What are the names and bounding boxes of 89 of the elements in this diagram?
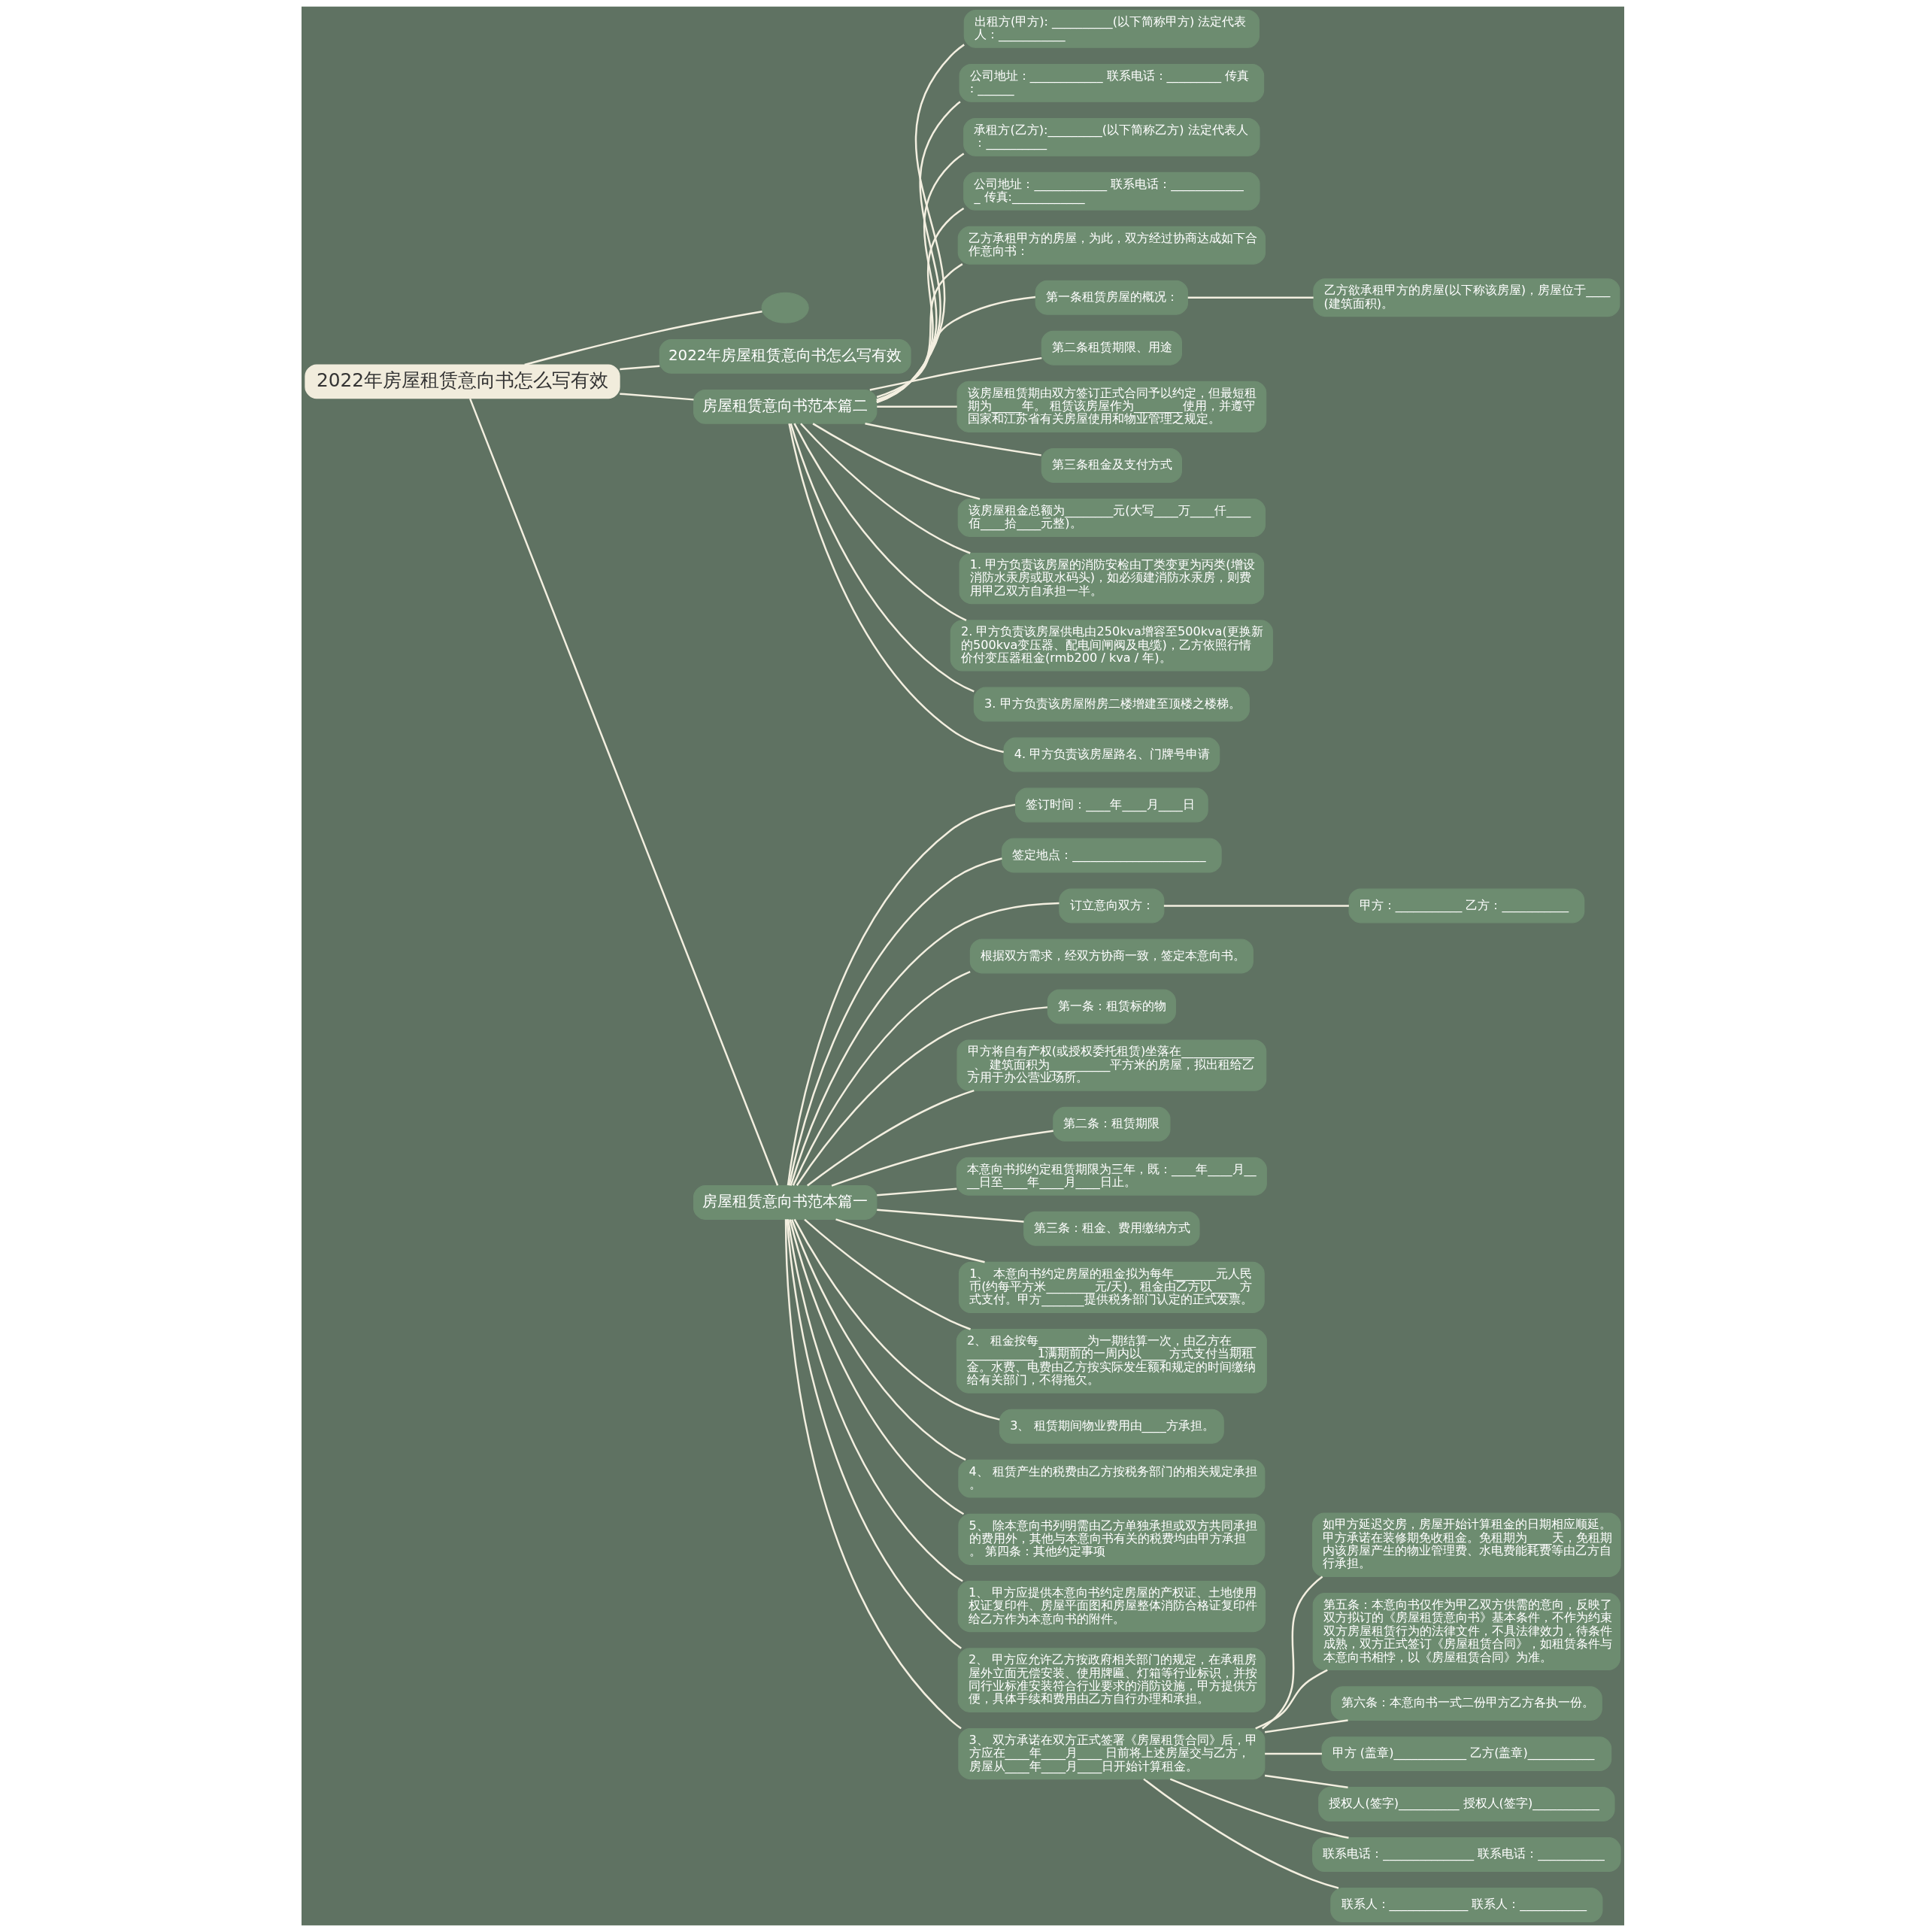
node-box: 2. 甲方负责该房屋供电由250kva增容至500kva(更换新的500kva变压器、配电间闸阀及电缆)，乙方依照行情价付变压器租金(rmb200 / kva / 年)。: [950, 620, 1273, 672]
node-box: 甲方：___________ 乙方：___________: [1348, 888, 1584, 924]
node-box: 2022年房屋租赁意向书怎么写有效: [304, 364, 620, 399]
connector: [1264, 1774, 1348, 1788]
connector: [876, 44, 965, 404]
node-box: 签定地点：______________________: [1001, 838, 1222, 873]
connector: [876, 1187, 956, 1197]
node-box: 1、 甲方应提供本意向书约定房屋的产权证、土地使用权证复印件、房屋平面图和房屋整体消防合格证复印件给乙方作为本意向书的附件。: [957, 1581, 1266, 1633]
connector: [792, 970, 971, 1186]
connector: [875, 153, 964, 403]
connector: [1264, 1719, 1348, 1733]
connector: [876, 1209, 1024, 1223]
connector: [784, 1219, 962, 1730]
node-box: 如甲方延迟交房，房屋开始计算租金的日期相应顺延。甲方承诺在装修期免收租金。免租期为____天，免租期内该房屋产生的物业管理费、水电费能耗费等由乙方自行承担。: [1311, 1512, 1621, 1577]
node-box: 第三条租金及支付方式: [1041, 448, 1182, 483]
node-box: 乙方欲承租甲方的房屋(以下称该房屋)，房屋位于____(建筑面积)。: [1312, 278, 1620, 317]
node-box: 3、 租赁期间物业费用由____方承担。: [999, 1409, 1224, 1444]
connector: [790, 1219, 966, 1461]
node-box: 5、 除本意向书列明需由乙方单独承担或双方共同承担的费用外，其他与本意向书有关的税费均由甲方承担。 第四条：其他约定事项: [957, 1513, 1265, 1565]
node-box: 根据双方需求，经双方协商一致，签定本意向书。: [969, 939, 1254, 974]
node-box: 签订时间：____年____月____日: [1014, 787, 1208, 823]
node-circle: [761, 292, 809, 323]
node-box: 乙方承租甲方的房屋，为此，双方经过协商达成如下合作意向书：: [957, 226, 1266, 265]
connector: [796, 1006, 1047, 1186]
node-box: 第一条：租赁标的物: [1047, 989, 1176, 1024]
connector: [876, 207, 964, 402]
connector: [468, 398, 778, 1186]
node-box: 第一条租赁房屋的概况：: [1035, 280, 1188, 315]
connector: [793, 423, 967, 621]
connector: [799, 423, 971, 554]
connector: [787, 857, 1002, 1186]
node-box: 房屋租赁意向书范本篇一: [693, 1185, 877, 1220]
connector: [523, 311, 762, 366]
node-box: 第六条：本意向书一式二份甲方乙方各执一份。: [1330, 1686, 1602, 1721]
node-box: 甲方将自有产权(或授权委托租赁)坐落在_____________、 建筑面积为__________平方米的房屋，拟出租给乙方用于办公营业场所。: [956, 1039, 1266, 1091]
node-box: 4. 甲方负责该房屋路名、门牌号申请: [1002, 737, 1220, 772]
connector: [619, 365, 659, 371]
node-box: 2、 甲方应允许乙方按政府相关部门的规定，在承租房屋外立面无偿安装、使用牌匾、灯箱等行业标识，并按同行业标准安装符合行业要求的消防设施，甲方提供方便，具体手续和费用由乙方自行办理和承担。: [957, 1648, 1266, 1712]
node-box: 公司地址：____________ 联系电话：_________ 传真: ______: [959, 63, 1264, 102]
connector: [1163, 905, 1349, 907]
connector: [1187, 296, 1314, 299]
connector: [803, 1218, 971, 1330]
connector: [876, 296, 1035, 399]
node-box: 第五条：本意向书仅作为甲乙双方供需的意向，反映了双方拟订的《房屋租赁意向书》基本条件，不作为约束双方房屋租赁行为的法律文件，不具法律效力，待条件成熟，双方正式签订《房屋租赁合同》，如租赁条件与本意向书相悖，以《房屋租赁合同》为准。: [1312, 1593, 1620, 1671]
node-box: 甲方 (盖章)____________ 乙方(盖章)___________: [1320, 1736, 1611, 1772]
node-box: 联系人：_____________ 联系人：___________: [1329, 1888, 1602, 1922]
connector: [786, 1219, 962, 1649]
node-box: 3. 甲方负责该房屋附房二楼增建至顶楼之楼梯。: [973, 687, 1250, 722]
connector: [812, 423, 980, 500]
node-box: 承租方(乙方):_________(以下简称乙方) 法定代表人：__________: [962, 117, 1260, 156]
node-box: 第二条：租赁期限: [1052, 1106, 1170, 1142]
connector: [1261, 1576, 1323, 1730]
node-box: 1. 甲方负责该房屋的消防安检由丁类变更为丙类(增设消防水汞房或取水码头)，如必须建消防水汞房，则费用甲乙双方自承担一半。: [959, 552, 1264, 605]
node-box: 2、 租金按每________为一期结算一次，由乙方在_______________ 1满期前的一周内以____ 方式支付当期租金。水费、电费由乙方按实际发生额和规定的时间缴纳给有关部门，不得拖欠。: [956, 1329, 1267, 1394]
connector: [864, 423, 1041, 456]
connector: [790, 423, 975, 693]
connector: [787, 423, 1004, 754]
node-box: 1、 本意向书约定房屋的租金拟为每年_______元人民币(约每平方米________元/天)。租金由乙方以____ 方式支付。甲方_______提供税务部门认定的正式发票。: [958, 1261, 1265, 1313]
connector: [619, 393, 694, 401]
node-box: 2022年房屋租赁意向书怎么写有效: [659, 338, 911, 374]
connector: [875, 101, 961, 403]
connector: [1142, 1778, 1338, 1889]
node-box: 该房屋租金总额为________元(大写____万____仟____佰____拾____元整)。: [957, 499, 1266, 537]
connector: [788, 1219, 964, 1515]
connector: [806, 1090, 975, 1187]
node-box: 公司地址：____________ 联系电话：_____________ 传真:____________: [962, 171, 1260, 211]
connector: [793, 1218, 1000, 1421]
connector: [787, 803, 1015, 1186]
node-box: 授权人(签字)__________ 授权人(签字)___________: [1317, 1787, 1615, 1821]
connector: [869, 356, 1041, 391]
connector: [1169, 1778, 1349, 1839]
connector: [787, 1219, 963, 1582]
node-box: 4、 租赁产生的税费由乙方按税务部门的相关规定承担。: [957, 1459, 1265, 1498]
node-box: 本意向书拟约定租赁期限为三年，既：____年____月____日至____年____月____日止。: [956, 1157, 1267, 1196]
node-box: 订立意向双方：: [1058, 888, 1164, 924]
connector: [876, 405, 957, 408]
connector: [1254, 1669, 1328, 1730]
node-box: 第三条：租金、费用缴纳方式: [1023, 1211, 1200, 1246]
node-box: 第二条租赁期限、用途: [1041, 330, 1182, 365]
connector: [790, 902, 1060, 1186]
node-box: 该房屋租赁期由双方签订正式合同予以约定，但最短租期为_____年。 租赁该房屋作为________使用，并遵守国家和江苏省有关房屋使用和物业管理之规定。: [956, 381, 1266, 432]
connector: [835, 1218, 985, 1263]
connector: [1264, 1752, 1322, 1755]
node-box: 3、 双方承诺在双方正式签署《房屋租赁合同》后，甲方应在____年____月____ 日前将上述房屋交与乙方，房屋从____年____月____日开始计算租金。: [957, 1727, 1265, 1780]
node-box: 联系电话：_______________ 联系电话：___________: [1311, 1837, 1621, 1872]
node-box: 房屋租赁意向书范本篇二: [693, 389, 877, 424]
node-box: 出租方(甲方): __________(以下简称甲方) 法定代表人：___________: [963, 10, 1260, 48]
connector: [875, 263, 963, 401]
connector: [831, 1130, 1053, 1187]
